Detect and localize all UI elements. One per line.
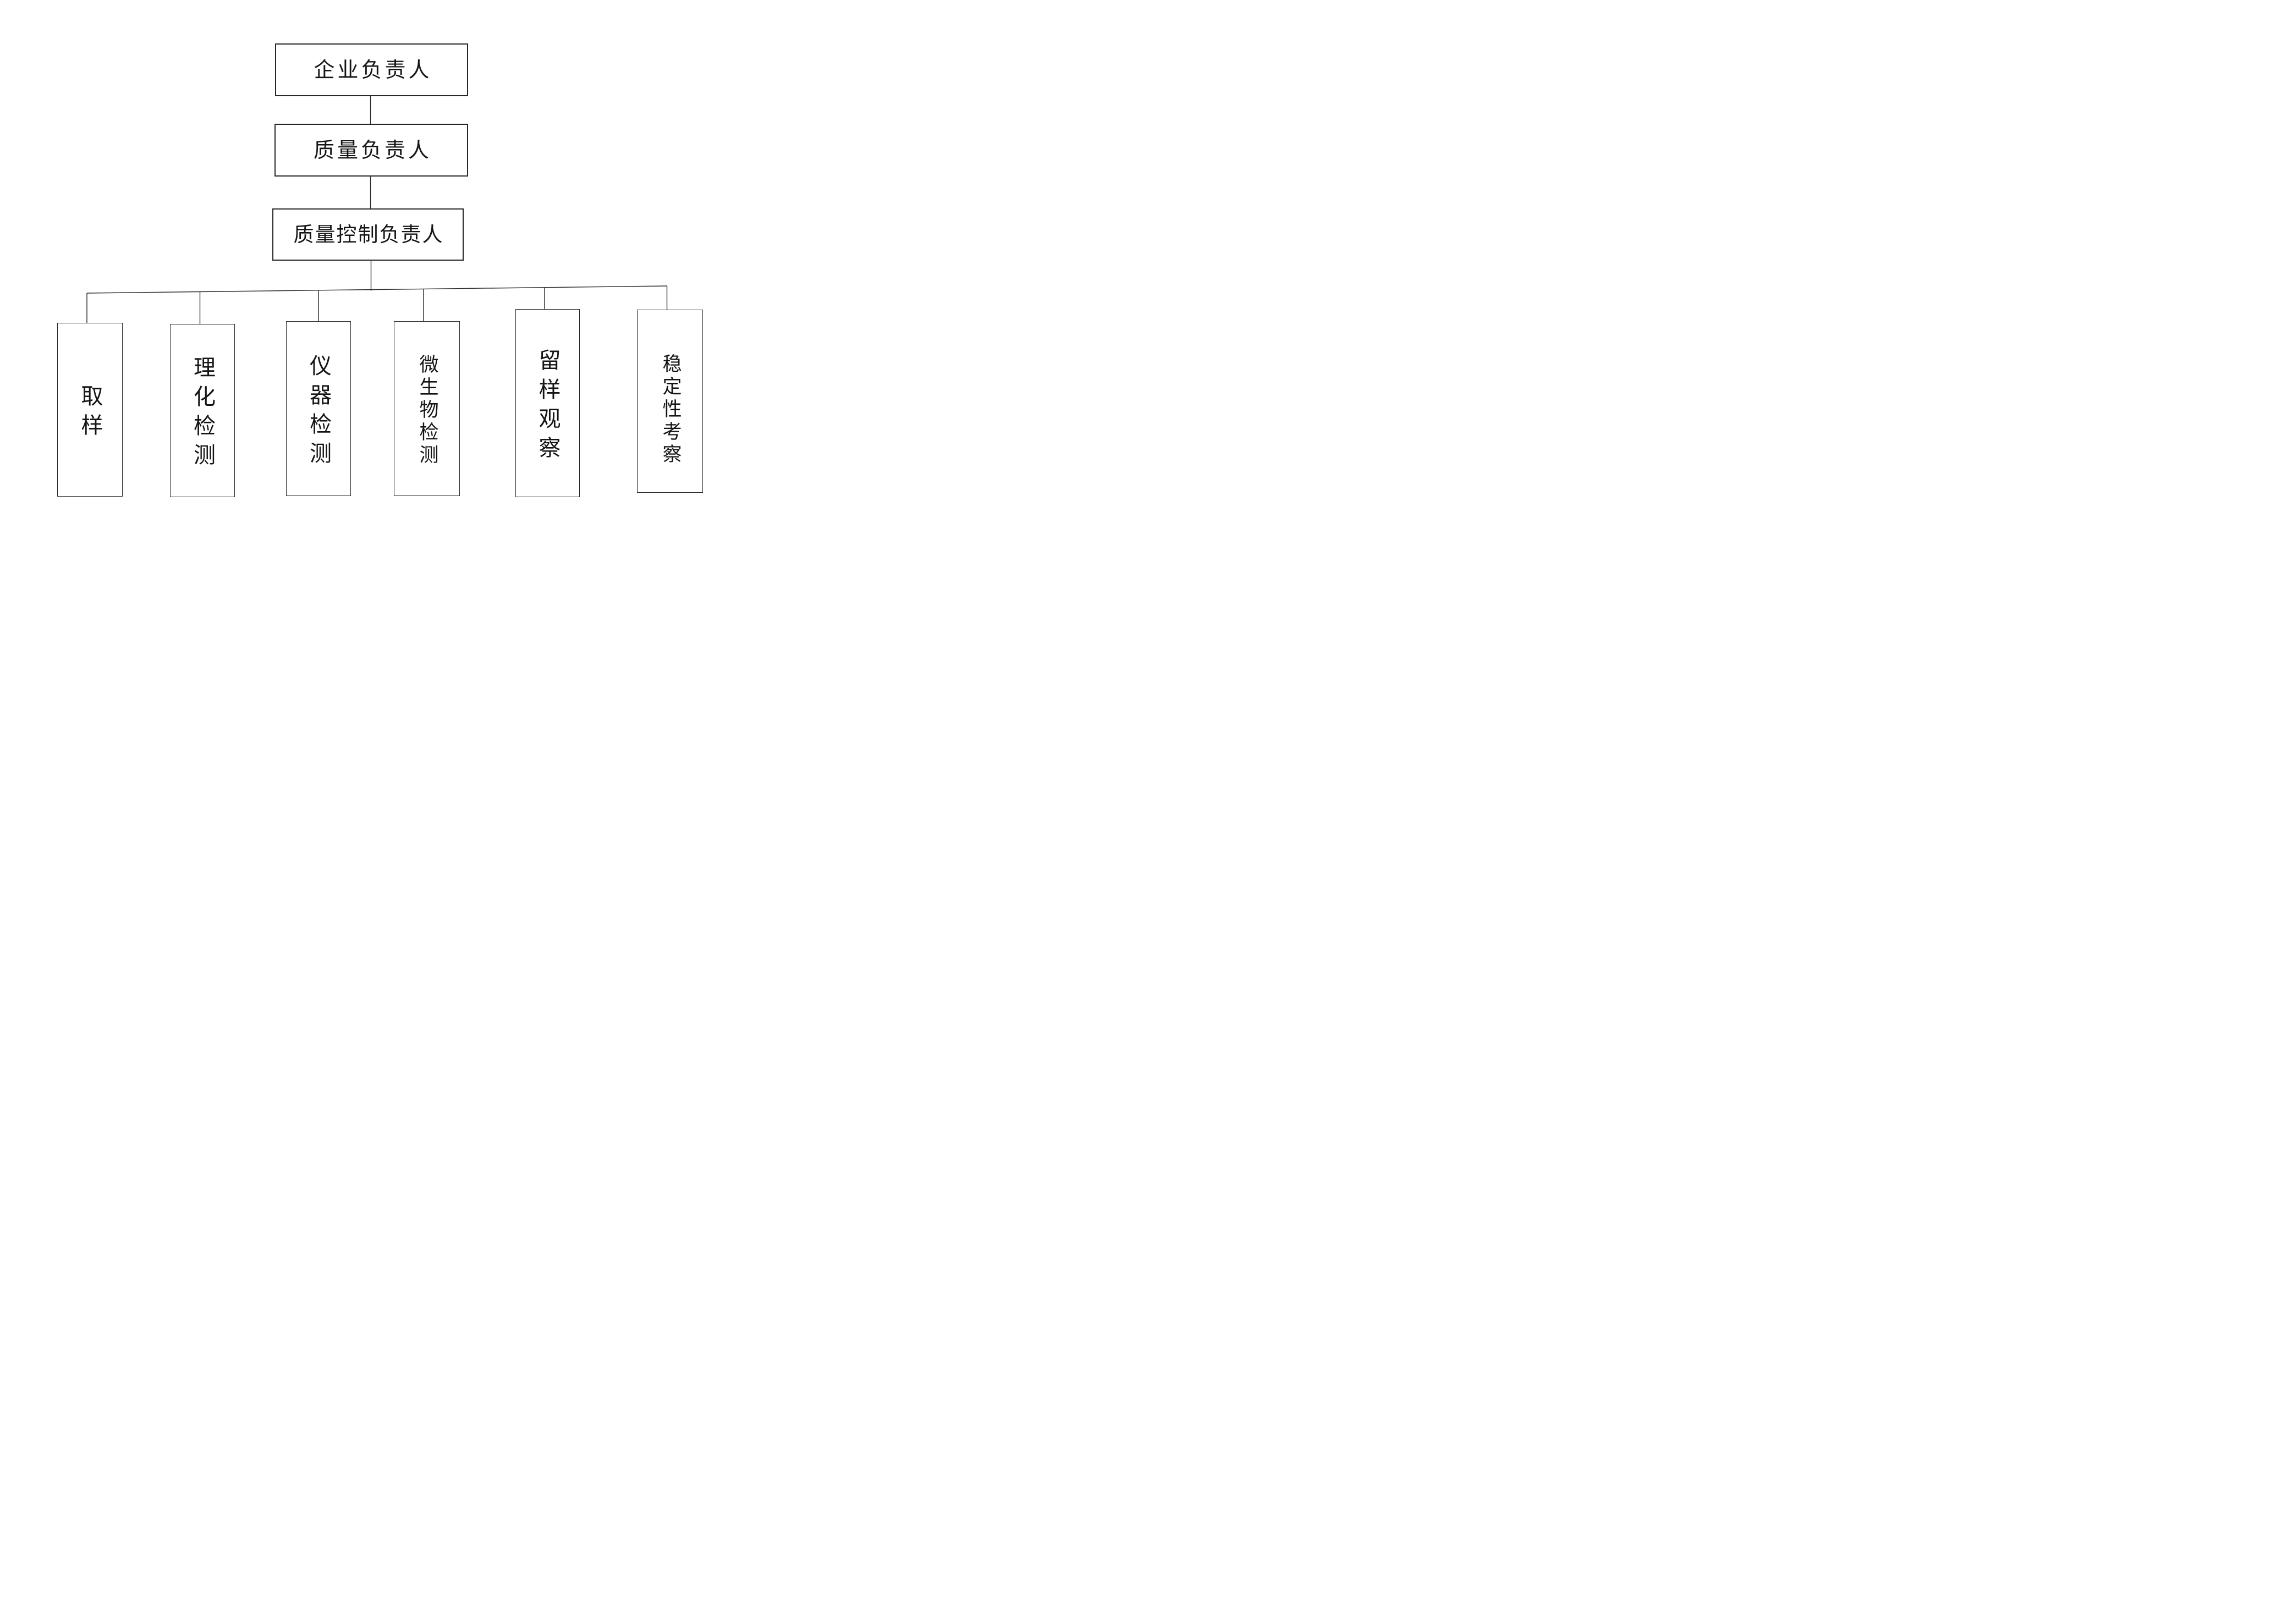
- dept-box-retention-observation-label: 留样观察: [535, 348, 561, 465]
- dept-box-sampling-label: 取样: [77, 384, 103, 443]
- connector-lines: [86, 96, 668, 324]
- dept-box-physicochemical-testing-label: 理化检测: [190, 356, 215, 472]
- branch-horizontal-line: [86, 285, 667, 294]
- org-chart-canvas: 企业负责人 质量负责人 质量控制负责人 取样 理化检测 仪器检测 微生物检测 留…: [0, 0, 758, 541]
- dept-box-microbiological-testing-label: 微生物检测: [416, 354, 438, 467]
- node-quality-head-label: 质量负责人: [313, 138, 432, 162]
- node-quality-control-head: 质量控制负责人: [272, 208, 464, 261]
- dept-box-instrument-testing-label: 仪器检测: [306, 354, 331, 471]
- node-quality-control-head-label: 质量控制负责人: [293, 223, 444, 246]
- dept-box-stability-investigation-label: 稳定性考察: [659, 354, 682, 466]
- dept-box-physicochemical-testing: 理化检测: [170, 324, 235, 497]
- dept-box-instrument-testing: 仪器检测: [286, 321, 351, 496]
- dept-box-microbiological-testing: 微生物检测: [394, 321, 460, 496]
- dept-box-retention-observation: 留样观察: [515, 309, 580, 497]
- dept-box-sampling: 取样: [57, 323, 123, 497]
- node-enterprise-head-label: 企业负责人: [314, 58, 432, 82]
- node-quality-head: 质量负责人: [274, 124, 468, 177]
- node-enterprise-head: 企业负责人: [275, 43, 468, 96]
- dept-box-stability-investigation: 稳定性考察: [637, 310, 703, 493]
